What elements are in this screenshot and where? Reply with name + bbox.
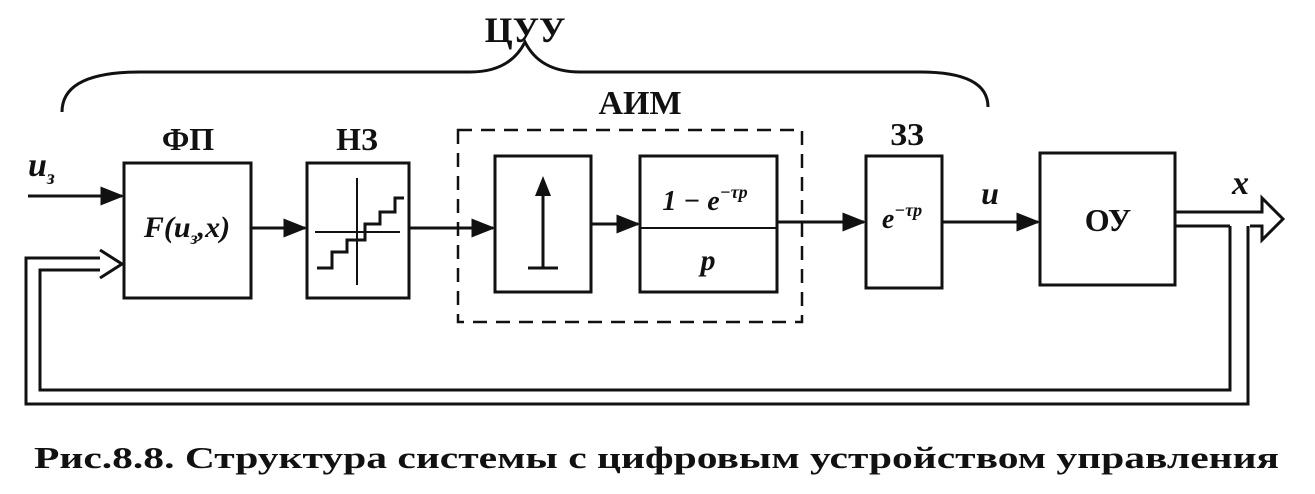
output-signal-label: x	[1231, 165, 1249, 202]
hold-denominator: p	[698, 244, 716, 277]
fp-title: ФП	[162, 121, 214, 157]
zz-delay-text: e−τp	[882, 200, 922, 235]
aim-dashed-frame	[456, 128, 804, 324]
figure-caption: Рис.8.8. Структура системы с цифровым ус…	[34, 440, 1279, 475]
quantizer-staircase-icon	[315, 178, 404, 285]
fp-function-text: F(uз,x)	[143, 211, 230, 248]
fp-block	[122, 161, 253, 300]
zz-block	[864, 154, 944, 290]
hold-numerator: 1 − e−τp	[662, 182, 747, 217]
aim-label: АИМ	[598, 85, 681, 122]
nz-title: НЗ	[336, 121, 378, 157]
control-signal-label: u	[981, 175, 999, 211]
zz-title: ЗЗ	[890, 116, 924, 152]
impulse-arrow-icon	[528, 176, 558, 270]
cuu-label: ЦУУ	[485, 10, 566, 50]
output-double-arrow	[1175, 194, 1286, 244]
cuu-brace	[60, 38, 990, 113]
input-signal-label: uз	[28, 147, 55, 189]
feedback-double-line	[24, 226, 1250, 406]
ou-title: ОУ	[1085, 202, 1132, 238]
